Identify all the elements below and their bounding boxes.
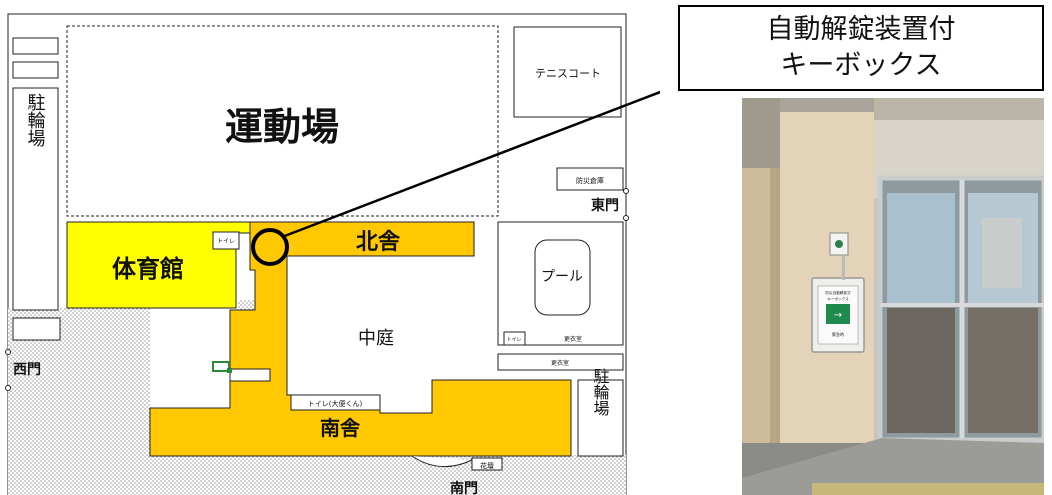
south-toilet	[290, 394, 381, 411]
keybox-photo: 防災自動解錠式 キーボックス → 緊急時	[742, 98, 1044, 495]
bicycle-parking-west-label: 駐輪場	[25, 93, 46, 148]
west-gate-post-1	[5, 349, 11, 355]
west-small-box	[12, 317, 61, 341]
north-building-label: 北舎	[356, 230, 401, 255]
pool	[534, 239, 591, 316]
tennis-court	[513, 26, 622, 118]
callout-line-2: キーボックス	[780, 50, 942, 81]
keybox-location-marker	[251, 228, 289, 266]
west-gate-label: 西門	[13, 362, 41, 378]
east-gate-label: 東門	[591, 197, 619, 214]
callout-line-1: 自動解錠装置付	[766, 14, 956, 45]
east-gate-post-1	[623, 188, 629, 194]
connector-gap	[229, 368, 271, 382]
flowerbed-label: 花壇	[480, 461, 494, 470]
east-gate-post-2	[623, 215, 629, 221]
bicycle-parking-west	[12, 87, 59, 311]
disaster-storage	[556, 167, 624, 191]
door-marker	[212, 361, 230, 372]
keybox-text-3: 緊急時	[832, 331, 844, 337]
flowerbed-arc	[411, 455, 473, 468]
disaster-storage-label: 防災倉庫	[576, 176, 604, 185]
changing-room-1-label: 更衣室	[564, 335, 582, 343]
site-boundary	[7, 13, 627, 495]
gym-toilet-label: トイレ	[217, 238, 235, 245]
keybox-text-1: 防災自動解錠式	[825, 290, 851, 295]
bicycle-parking-east	[577, 379, 624, 457]
flowerbed	[471, 457, 503, 471]
keybox-text-2: キーボックス	[827, 296, 849, 301]
courtyard-label: 中庭	[358, 328, 394, 349]
south-toilet-label: トイレ(大便くん)	[308, 399, 363, 408]
pool-toilet	[503, 331, 526, 346]
school-building	[149, 221, 572, 457]
svg-text:→: →	[834, 310, 842, 321]
west-gate-post-2	[5, 385, 11, 391]
keybox-callout: 自動解錠装置付 キーボックス	[678, 5, 1044, 91]
small-box-1	[12, 37, 59, 55]
changing-room-2-label: 更衣室	[551, 359, 569, 367]
pool-label: プール	[541, 269, 583, 285]
gymnasium-label: 体育館	[112, 255, 184, 283]
gym-toilet	[212, 231, 240, 250]
small-box-2	[12, 61, 59, 79]
south-gate-label: 南門	[450, 480, 478, 495]
south-building-label: 南舎	[320, 416, 361, 440]
sports-ground	[66, 25, 499, 217]
pool-toilet-label: トイレ	[506, 337, 521, 343]
changing-room-2	[497, 353, 624, 371]
bicycle-parking-east-label: 駐輪場	[591, 368, 610, 417]
sports-ground-label: 運動場	[225, 105, 339, 149]
door-marker-dot	[227, 368, 232, 373]
callout-leader-line	[281, 90, 660, 239]
keybox-exit-sign	[826, 304, 850, 324]
school-map: 駐輪場 運動場 テニスコート 防災倉庫 東門 トイレ 体育館 トイレ(大便くん)…	[5, 13, 660, 495]
tennis-court-label: テニスコート	[535, 67, 601, 80]
